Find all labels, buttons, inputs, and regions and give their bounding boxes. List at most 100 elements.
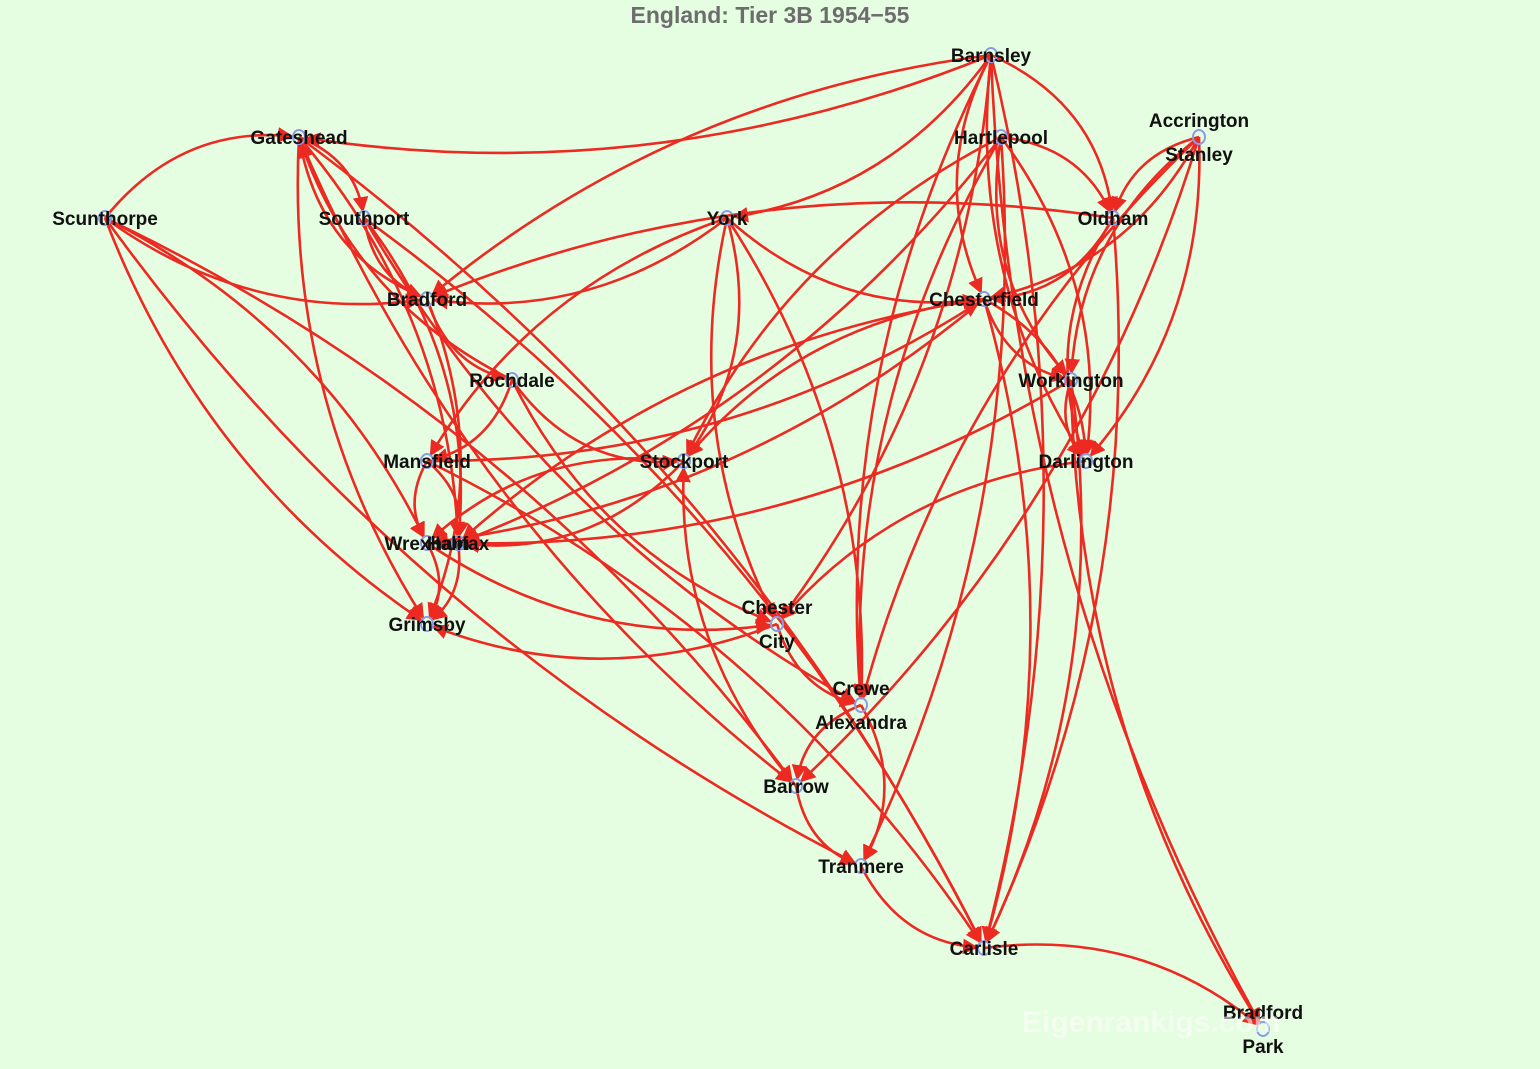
node-marker bbox=[1079, 453, 1093, 469]
node-label: Carlisle bbox=[950, 939, 1019, 960]
edge-chesterfield-to-darlington bbox=[983, 297, 1093, 456]
node-wrexham[interactable]: Wrexham bbox=[384, 534, 469, 555]
edge-hartlepool-to-tranmere bbox=[862, 136, 1007, 862]
node-grimsby[interactable]: Grimsby bbox=[388, 615, 466, 636]
node-oldham[interactable]: Oldham bbox=[1078, 209, 1149, 230]
edge-gateshead-to-southport bbox=[298, 135, 369, 213]
chart-title: England: Tier 3B 1954−55 bbox=[630, 2, 910, 28]
edge-tranmere-to-carlisle bbox=[859, 865, 979, 955]
edge-southport-to-carlisle bbox=[363, 216, 983, 944]
edge-scunthorpe-to-grimsby bbox=[103, 217, 423, 622]
node-stockport[interactable]: Stockport bbox=[640, 452, 729, 473]
node-darlington[interactable]: Darlington bbox=[1039, 452, 1134, 473]
edge-york-to-crewe bbox=[725, 217, 870, 700]
node-workington[interactable]: Workington bbox=[1018, 371, 1123, 392]
node-marker bbox=[1064, 372, 1078, 388]
edges-layer bbox=[103, 53, 1261, 1026]
edge-accrington-to-darlington bbox=[1089, 136, 1201, 457]
node-bradford[interactable]: Bradford bbox=[387, 290, 467, 311]
node-marker bbox=[854, 858, 868, 874]
node-marker bbox=[98, 210, 112, 226]
edge-barrow-to-tranmere bbox=[794, 785, 856, 866]
node-hartlepool[interactable]: Hartlepool bbox=[954, 128, 1048, 149]
edge-stockport-to-halifax bbox=[463, 460, 685, 554]
node-chesterfield[interactable]: Chesterfield bbox=[929, 290, 1039, 311]
edge-scunthorpe-to-gateshead bbox=[103, 127, 294, 219]
node-scunthorpe[interactable]: Scunthorpe bbox=[52, 209, 158, 230]
edge-stockport-to-wrexham bbox=[431, 456, 685, 540]
node-marker bbox=[770, 616, 784, 632]
edge-chesterfield-to-workington bbox=[982, 298, 1066, 383]
edge-southport-to-crewe bbox=[362, 217, 857, 703]
node-label: Scunthorpe bbox=[52, 209, 158, 230]
edge-rochdale-to-mansfield bbox=[432, 379, 514, 464]
node-marker bbox=[677, 453, 691, 469]
node-southport[interactable]: Southport bbox=[319, 209, 410, 230]
node-label: Stanley bbox=[1165, 145, 1233, 166]
edge-york-to-mansfield bbox=[429, 216, 728, 457]
watermark: Eigenrankigs.com bbox=[1022, 1006, 1281, 1039]
edge-gateshead-to-barrow bbox=[297, 136, 792, 783]
node-marker bbox=[505, 372, 519, 388]
node-tranmere[interactable]: Tranmere bbox=[818, 857, 904, 878]
node-marker bbox=[420, 453, 434, 469]
edge-workington-to-darlington bbox=[1064, 379, 1083, 457]
edge-mansfield-to-wrexham bbox=[409, 460, 429, 539]
edge-barrow-to-stockport bbox=[675, 466, 797, 787]
node-rochdale[interactable]: Rochdale bbox=[469, 371, 555, 392]
edge-barnsley-to-oldham bbox=[990, 53, 1118, 213]
node-york[interactable]: York bbox=[707, 209, 748, 230]
node-halifax[interactable]: Halifax bbox=[427, 534, 490, 555]
node-label: Halifax bbox=[427, 534, 490, 555]
edge-scunthorpe-to-wrexham bbox=[104, 216, 426, 539]
node-marker bbox=[292, 129, 306, 145]
node-label: Stockport bbox=[640, 452, 729, 473]
node-label: Hartlepool bbox=[954, 128, 1048, 149]
edge-accrington-to-chesterfield bbox=[989, 136, 1201, 303]
node-barnsley[interactable]: Barnsley bbox=[951, 46, 1032, 67]
node-label: Bradford bbox=[387, 290, 467, 311]
edge-hartlepool-to-oldham bbox=[1000, 135, 1112, 214]
edge-york-to-bradford bbox=[432, 216, 728, 310]
node-label: Mansfield bbox=[383, 452, 471, 473]
edge-chester-to-crewe bbox=[775, 623, 856, 708]
node-gateshead[interactable]: Gateshead bbox=[250, 128, 347, 149]
edge-rochdale-to-gateshead bbox=[298, 142, 513, 382]
node-label: Chesterfield bbox=[929, 290, 1039, 311]
edge-chesterfield-to-stockport bbox=[687, 297, 985, 457]
node-label: Alexandra bbox=[815, 713, 907, 734]
node-label: Rochdale bbox=[469, 371, 555, 392]
node-marker bbox=[994, 129, 1008, 145]
node-label: Oldham bbox=[1078, 209, 1149, 230]
node-label: Southport bbox=[319, 209, 410, 230]
edge-hartlepool-to-stockport bbox=[685, 135, 1002, 457]
edge-oldham-to-chesterfield bbox=[989, 217, 1115, 306]
node-label: Tranmere bbox=[818, 857, 904, 878]
edge-york-to-chester bbox=[709, 217, 776, 620]
edge-scunthorpe-to-barrow bbox=[104, 216, 793, 782]
node-marker bbox=[1256, 1021, 1270, 1037]
edge-accrington-to-oldham bbox=[1111, 135, 1200, 213]
node-label: Chester bbox=[742, 598, 813, 619]
node-marker bbox=[977, 291, 991, 307]
edge-crewe-to-barrow bbox=[791, 703, 862, 781]
node-barrow[interactable]: Barrow bbox=[763, 777, 829, 798]
node-carlisle[interactable]: Carlisle bbox=[950, 939, 1019, 960]
edge-scunthorpe-to-bradford bbox=[104, 216, 422, 310]
node-marker bbox=[420, 535, 434, 551]
node-marker bbox=[451, 535, 465, 551]
edge-halifax-to-grimsby bbox=[431, 542, 461, 621]
node-marker bbox=[977, 940, 991, 956]
node-mansfield[interactable]: Mansfield bbox=[383, 452, 471, 473]
node-label: Accrington bbox=[1149, 111, 1249, 132]
edge-oldham-to-carlisle bbox=[985, 217, 1121, 944]
node-label: Darlington bbox=[1039, 452, 1134, 473]
edge-gateshead-to-halifax bbox=[298, 136, 465, 538]
edge-wrexham-to-chester bbox=[426, 541, 772, 635]
